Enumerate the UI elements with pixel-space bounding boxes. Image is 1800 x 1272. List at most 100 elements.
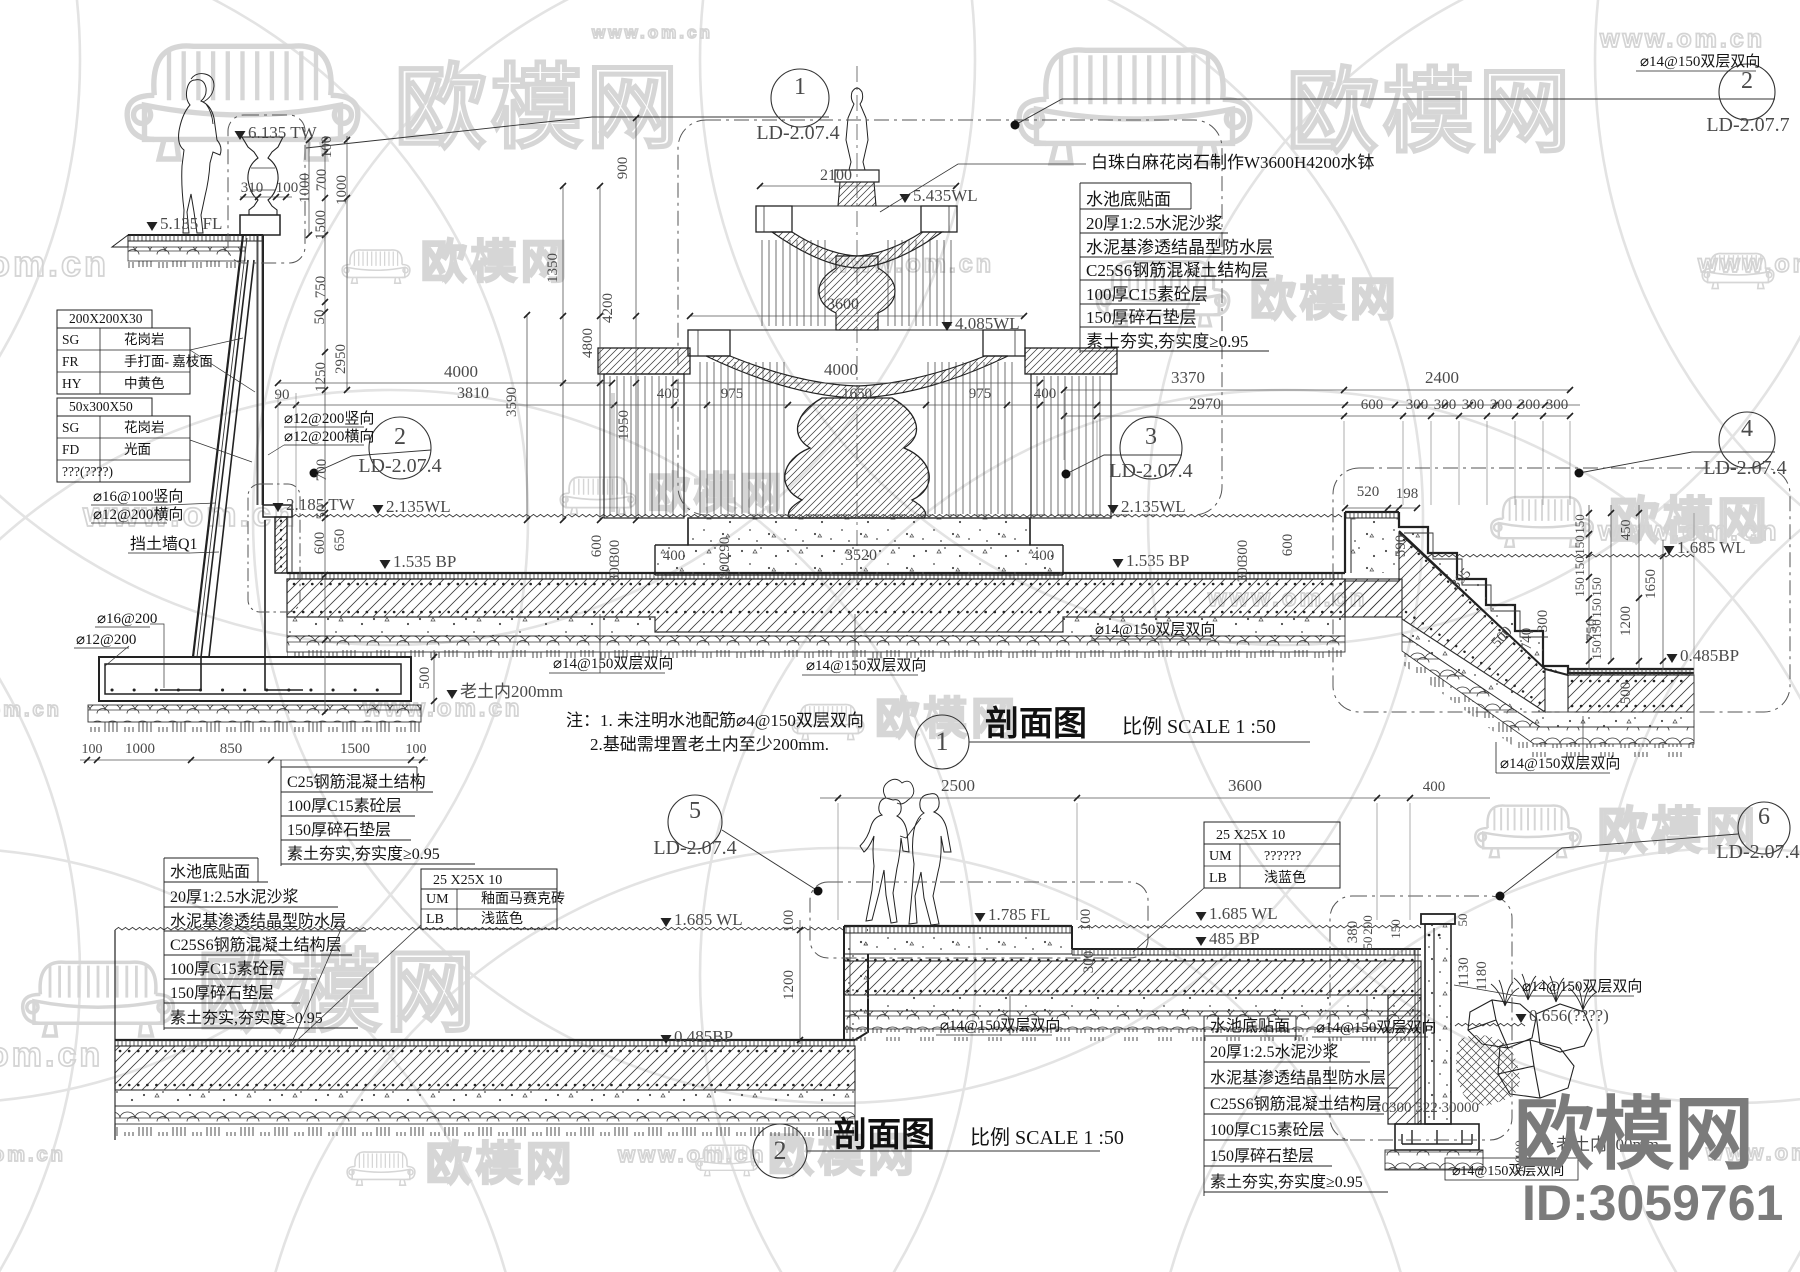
dim-ticks [1060, 386, 1574, 394]
dim-text: 1000 [334, 175, 350, 205]
person-woman [859, 797, 910, 924]
footing-spec-row: 素土夯实,夯实度≥0.95 [287, 845, 440, 863]
pool-spec-row: 素土夯实,夯实度≥0.95 [170, 1009, 323, 1027]
footing-spec-row: 100厚C15素砼层 [287, 797, 402, 815]
dim-text: 600 [1361, 397, 1384, 413]
rock-1 [1467, 999, 1537, 1049]
detail-box [809, 881, 1149, 959]
level-triangle [1663, 546, 1675, 555]
level-marker: 5.435WL [913, 186, 978, 205]
slab-rebar-label: ⌀14@150双层双向 [940, 1017, 1060, 1034]
upper-bowl-rim-l [755, 205, 793, 233]
dim-text: 150 [1572, 577, 1587, 597]
dim-text: 600 [312, 532, 328, 555]
path [267, 444, 285, 456]
dim-text: 90 [275, 387, 290, 403]
baluster [241, 136, 284, 216]
dim-text: 150 [1589, 640, 1604, 660]
level-triangle [1515, 1014, 1527, 1023]
dim-text: 2500 [941, 776, 975, 795]
dim-text: 310 [241, 180, 264, 196]
slab-rebar-label: ⌀14@150双层双向 [1522, 978, 1642, 995]
dim-text: 300 [1535, 610, 1551, 633]
dim-text: 300 [1462, 397, 1485, 413]
middle-bowl [705, 355, 1009, 399]
plinth-upper [687, 517, 1031, 546]
callout-leader [305, 116, 829, 149]
pool-spec-row: 150厚碎石垫层 [1086, 308, 1197, 327]
callout-number: 1 [794, 74, 806, 100]
basin-coping [1024, 347, 1118, 375]
sofa-icon [20, 960, 176, 1038]
pool-spec-row: 150厚碎石垫层 [1210, 1147, 1314, 1165]
sofa-icon [1474, 804, 1582, 859]
callout-ref: LD-2.07.7 [1706, 114, 1789, 136]
dim-ticks [1607, 509, 1615, 665]
pool-floor-section1 [286, 571, 1346, 660]
deck-sub-earth [844, 1029, 1421, 1041]
dim-ticks [1659, 552, 1667, 665]
footing-spec-row: 150厚碎石垫层 [287, 821, 391, 839]
overlap-dim: 10300 322 30000 [1374, 1100, 1479, 1116]
material-table-granite200-code: HY [62, 376, 82, 391]
statue-hair [190, 73, 215, 125]
sofa-icon [341, 249, 411, 284]
material-table-mosaic1: 25 X25X 10 UM 釉面马赛克砖 LB 浅蓝色 [420, 868, 565, 930]
wall-rebar [160, 259, 255, 691]
watermark-brand: 欧模网 [648, 470, 786, 517]
person-man [908, 793, 952, 926]
pool-spec-row: 20厚1:2.5水泥沙浆 [1210, 1043, 1338, 1061]
pool-spec-row: 水池底贴面 [1210, 1017, 1290, 1035]
material-table-mosaic2-size: 25 X25X 10 [1216, 828, 1285, 843]
earth-layer [287, 650, 1345, 660]
footing-spec-row: C25钢筋混凝土结构 [287, 773, 426, 791]
leader [189, 439, 253, 463]
level-marker: 485 BP [1209, 929, 1260, 948]
pool2-tile [1072, 949, 1421, 955]
stair-earth [1402, 651, 1694, 757]
dim-text: 400 [663, 548, 686, 564]
path [166, 502, 217, 506]
level-triangle [1195, 912, 1207, 921]
dim-text: 300 [1512, 1156, 1527, 1176]
watermark-circle [0, 677, 82, 1272]
callout-ref: LD-2.07.4 [1703, 457, 1786, 479]
dim-ticks [670, 379, 1044, 387]
watermark-site: www.om.cn [1597, 515, 1780, 546]
dim-ticks [796, 926, 804, 1044]
annotations-section2: C25钢筋混凝土结构 100厚C15素砼层 150厚碎石垫层 素土夯实,夯实度≥… [163, 760, 1642, 1196]
dimensions-section2: 2500 3600 400 1200 100 100 300 380 200 5… [781, 776, 1527, 1176]
wall2-gravel [1384, 1149, 1484, 1171]
dim-text: 3370 [1171, 368, 1205, 387]
level-marker: 2.185 TW [286, 495, 356, 514]
dim-ticks [430, 653, 438, 705]
dim-text: 150 [1572, 514, 1587, 534]
level-triangle [1542, 1143, 1554, 1152]
dim-text: 450 [1619, 520, 1634, 541]
level-triangle [1107, 505, 1119, 514]
dim-text: 50 [1455, 914, 1470, 927]
material-table-mosaic2-val: ?????? [1264, 849, 1301, 864]
watermark-brand: 欧模网 [426, 1137, 576, 1189]
rebar-label: ⌀16@100竖向 [93, 488, 183, 505]
material-table-mosaic1-code: UM [426, 892, 449, 907]
dim-text: 3600 [1228, 776, 1262, 795]
slab2-earth [115, 1124, 855, 1136]
dim-text: 100 [1078, 909, 1094, 932]
dim-text: 1500 [313, 210, 329, 240]
grass-tuft [1568, 983, 1598, 1011]
leader [290, 924, 422, 1047]
path [191, 234, 245, 658]
note-line: 注：1. 未注明水池配筋⌀4@150双层双向 [566, 711, 864, 730]
path [150, 623, 165, 688]
dim-ticks [756, 182, 960, 190]
pool-spec-row: C25S6钢筋混凝土结构层 [1086, 261, 1268, 280]
pool-edge [274, 516, 288, 574]
dim-text: 1130 [1456, 957, 1472, 986]
dim-text: 150 [1589, 598, 1604, 618]
dim-text: 300 [1518, 397, 1541, 413]
watermark-site: om.cn [0, 1144, 66, 1166]
watermark-site: www.om.cn [1697, 250, 1800, 278]
pool-floor-section2 [114, 926, 869, 1140]
water-line [1454, 1022, 1526, 1027]
